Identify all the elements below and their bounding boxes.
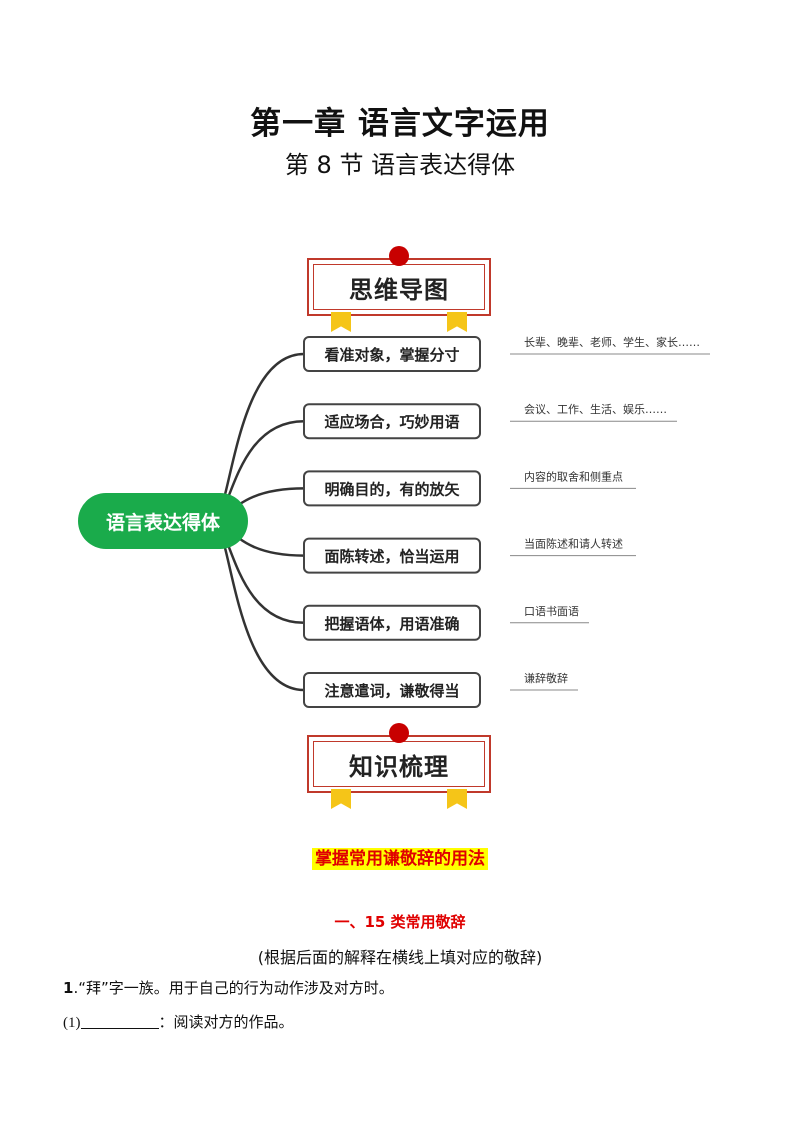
knowledge-banner-label: 知识梳理: [349, 753, 449, 781]
mind-map-center: 语言表达得体: [78, 493, 248, 549]
center-node-pill: [78, 493, 248, 549]
banner-pin-icon: [389, 246, 409, 266]
branch-note: 会议、工作、生活、娱乐……: [524, 402, 667, 416]
item-1-sub-prefix: (1): [63, 1015, 81, 1031]
instruction-text: (根据后面的解释在横线上填对应的敬辞): [257, 948, 543, 967]
mind-map-banner-label: 思维导图: [349, 276, 449, 304]
banner-pin-icon: [389, 723, 409, 743]
branch-node-label: 明确目的，有的放矢: [324, 480, 460, 498]
ribbon-right-icon: [447, 789, 467, 809]
center-node-label: 语言表达得体: [106, 511, 221, 534]
item-1-number: 1: [63, 979, 74, 997]
item-1-sub: (1) ：阅读对方的作品。: [63, 1011, 294, 1032]
item-1-sub-text: ：阅读对方的作品。: [158, 1015, 294, 1031]
sub-heading: 一、15 类常用敬辞: [334, 913, 466, 931]
banner-frame: [307, 258, 491, 316]
item-1-text: .“拜”字一族。用于自己的行为动作涉及对方时。: [73, 979, 394, 997]
ribbon-right-icon: [447, 312, 467, 332]
section-title: 第 8 节 语言表达得体: [284, 151, 516, 179]
branch-node-box: [303, 403, 481, 440]
branch-note: 内容的取舍和侧重点: [524, 469, 623, 483]
ribbon-left-icon: [331, 789, 351, 809]
branch-node-label: 看准对象，掌握分寸: [324, 346, 459, 364]
knowledge-banner: 知识梳理: [307, 723, 491, 809]
branch-node-box: [303, 604, 481, 641]
emphasis-heading-row: 掌握常用谦敬辞的用法: [0, 844, 800, 870]
branch-note: 当面陈述和请人转述: [524, 537, 623, 551]
mind-map-nodes: 看准对象，掌握分寸 长辈、晚辈、老师、学生、家长…… 适应场合，巧妙用语 会议、工作、…: [303, 335, 710, 708]
mind-map: 看准对象，掌握分寸 长辈、晚辈、老师、学生、家长…… 适应场合，巧妙用语 会议、工作、…: [78, 335, 710, 708]
answer-blank[interactable]: [80, 1014, 159, 1029]
branch-node-label: 面陈转述，恰当运用: [324, 548, 459, 566]
branch-node-box: [303, 537, 481, 574]
branch-node-box: [303, 672, 481, 708]
branch-node-box: [303, 470, 481, 507]
banner-frame: [307, 735, 491, 793]
mind-map-banner: 思维导图: [307, 246, 491, 332]
emphasis-heading: 掌握常用谦敬辞的用法: [312, 848, 488, 870]
ribbon-left-icon: [331, 312, 351, 332]
branch-note: 谦辞敬辞: [524, 671, 568, 685]
branch-note: 长辈、晚辈、老师、学生、家长……: [524, 335, 700, 349]
branch-node-box: [303, 336, 481, 372]
item-1: 1.“拜”字一族。用于自己的行为动作涉及对方时。: [63, 977, 394, 998]
branch-node-label: 把握语体，用语准确: [324, 615, 459, 633]
branch-note: 口语书面语: [524, 605, 579, 618]
branch-node-label: 注意遣词，谦敬得当: [324, 682, 459, 700]
chapter-title: 第一章 语言文字运用: [250, 106, 550, 142]
branch-node-label: 适应场合，巧妙用语: [324, 413, 459, 431]
